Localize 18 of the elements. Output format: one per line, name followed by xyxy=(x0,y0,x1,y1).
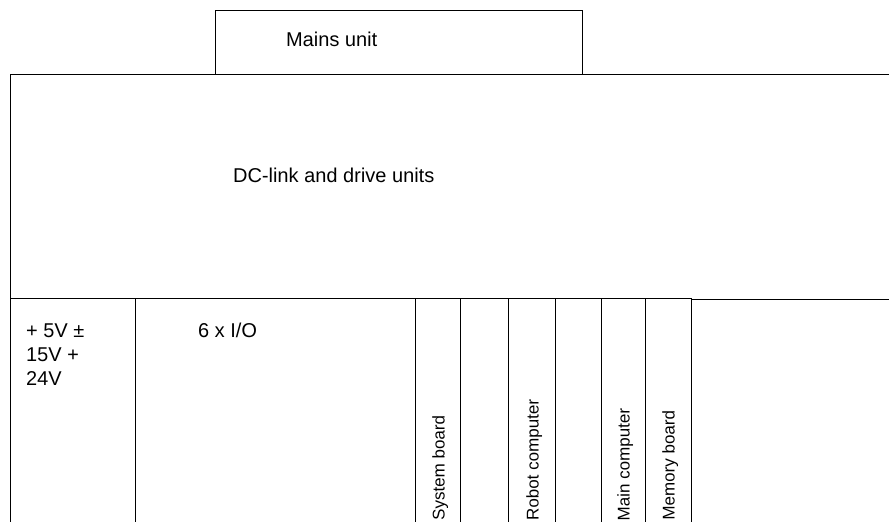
unit-label: DC-link and drive units xyxy=(233,164,434,188)
unit-label: Main computer xyxy=(616,408,632,520)
unit-box xyxy=(10,74,889,300)
board-slot xyxy=(555,298,603,522)
board-slot xyxy=(601,298,647,522)
board-slot xyxy=(508,298,557,522)
unit-box xyxy=(215,10,583,76)
unit-label: Mains unit xyxy=(286,28,378,52)
board-slot xyxy=(460,298,510,522)
board-slot xyxy=(135,298,417,522)
unit-label: Robot computer xyxy=(524,399,541,520)
unit-label: + 5V ± 15V + 24V xyxy=(26,319,86,391)
unit-label: Memory board xyxy=(660,410,677,520)
unit-label: System board xyxy=(430,415,447,520)
board-slot xyxy=(645,298,692,522)
unit-label: 6 x I/O xyxy=(198,319,257,343)
board-slot xyxy=(415,298,462,522)
board-slot xyxy=(10,298,137,522)
